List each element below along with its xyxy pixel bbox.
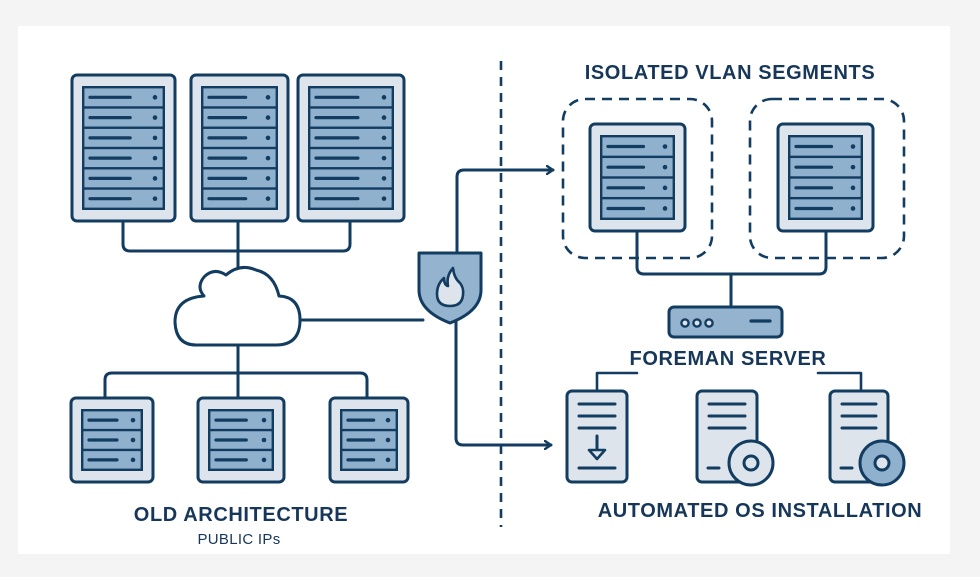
firewall-shield-icon bbox=[417, 251, 483, 325]
firewall-to-install-arrow bbox=[454, 320, 553, 445]
rack-slot bbox=[84, 88, 163, 107]
rack-slot bbox=[83, 451, 141, 469]
vlan-segments-title: ISOLATED VLAN SEGMENTS bbox=[584, 62, 876, 84]
rack-slot bbox=[602, 199, 673, 218]
rack-slot bbox=[310, 108, 392, 127]
foreman-to-target-left bbox=[595, 371, 639, 393]
rack-slot bbox=[84, 169, 163, 188]
rack-slot bbox=[203, 108, 276, 127]
rack-slot bbox=[602, 158, 673, 177]
server-2-rack-icon bbox=[196, 396, 286, 484]
target-download-server-icon bbox=[565, 389, 629, 484]
vlan-server-a-rack-icon bbox=[588, 122, 687, 233]
flame-icon bbox=[435, 266, 465, 308]
rack-slot bbox=[342, 411, 396, 429]
rack-slot bbox=[203, 149, 276, 168]
rack-slot bbox=[84, 189, 163, 208]
vlan-segment-box-b bbox=[748, 97, 906, 260]
disc-icon bbox=[858, 439, 906, 487]
rack-slot bbox=[84, 128, 163, 147]
rack-slot bbox=[310, 189, 392, 208]
public-ips-subtitle: PUBLIC IPs bbox=[197, 531, 281, 548]
rack-3-rack-icon bbox=[296, 73, 406, 223]
rack-slot bbox=[602, 137, 673, 156]
disc-icon bbox=[727, 439, 775, 487]
rack-2-rack-icon bbox=[189, 73, 290, 223]
foreman-appliance-icon bbox=[667, 305, 784, 339]
firewall-to-vlan-arrow bbox=[455, 170, 555, 255]
cloud-icon bbox=[173, 265, 302, 347]
rack-slot bbox=[203, 88, 276, 107]
rack-slot bbox=[790, 199, 861, 218]
rack-slot bbox=[210, 411, 272, 429]
rack-slot bbox=[203, 169, 276, 188]
rack-slot bbox=[84, 108, 163, 127]
rack-slot bbox=[210, 451, 272, 469]
target-disc-2-server-icon bbox=[828, 389, 906, 487]
server-3-rack-icon bbox=[328, 396, 410, 484]
rack-slot bbox=[310, 149, 392, 168]
rack-slot bbox=[210, 431, 272, 449]
vlan-servers-bus bbox=[635, 229, 828, 276]
vlan-server-b-rack-icon bbox=[776, 122, 875, 233]
download-arrow-icon bbox=[587, 434, 607, 461]
rack-slot bbox=[790, 137, 861, 156]
foreman-server-label: FOREMAN SERVER bbox=[629, 348, 827, 370]
rack-slot bbox=[203, 189, 276, 208]
rack-slot bbox=[83, 431, 141, 449]
rack-slot bbox=[342, 431, 396, 449]
old-architecture-title: OLD ARCHITECTURE bbox=[133, 504, 349, 526]
rack-slot bbox=[602, 178, 673, 197]
rack-slot bbox=[84, 149, 163, 168]
rack-slot bbox=[342, 451, 396, 469]
rack-slot bbox=[790, 178, 861, 197]
rack-slot bbox=[310, 128, 392, 147]
rack-1-rack-icon bbox=[70, 73, 177, 223]
vlan-segment-box-a bbox=[561, 97, 714, 260]
rack-slot bbox=[83, 411, 141, 429]
rack-slot bbox=[203, 128, 276, 147]
server-1-rack-icon bbox=[69, 396, 155, 484]
bottom-servers-bus bbox=[103, 371, 369, 400]
target-disc-1-server-icon bbox=[695, 389, 775, 487]
automated-os-installation-title: AUTOMATED OS INSTALLATION bbox=[597, 500, 923, 522]
foreman-to-target-right bbox=[816, 371, 863, 393]
rack-slot bbox=[790, 158, 861, 177]
rack-slot bbox=[310, 88, 392, 107]
rack-slot bbox=[310, 169, 392, 188]
